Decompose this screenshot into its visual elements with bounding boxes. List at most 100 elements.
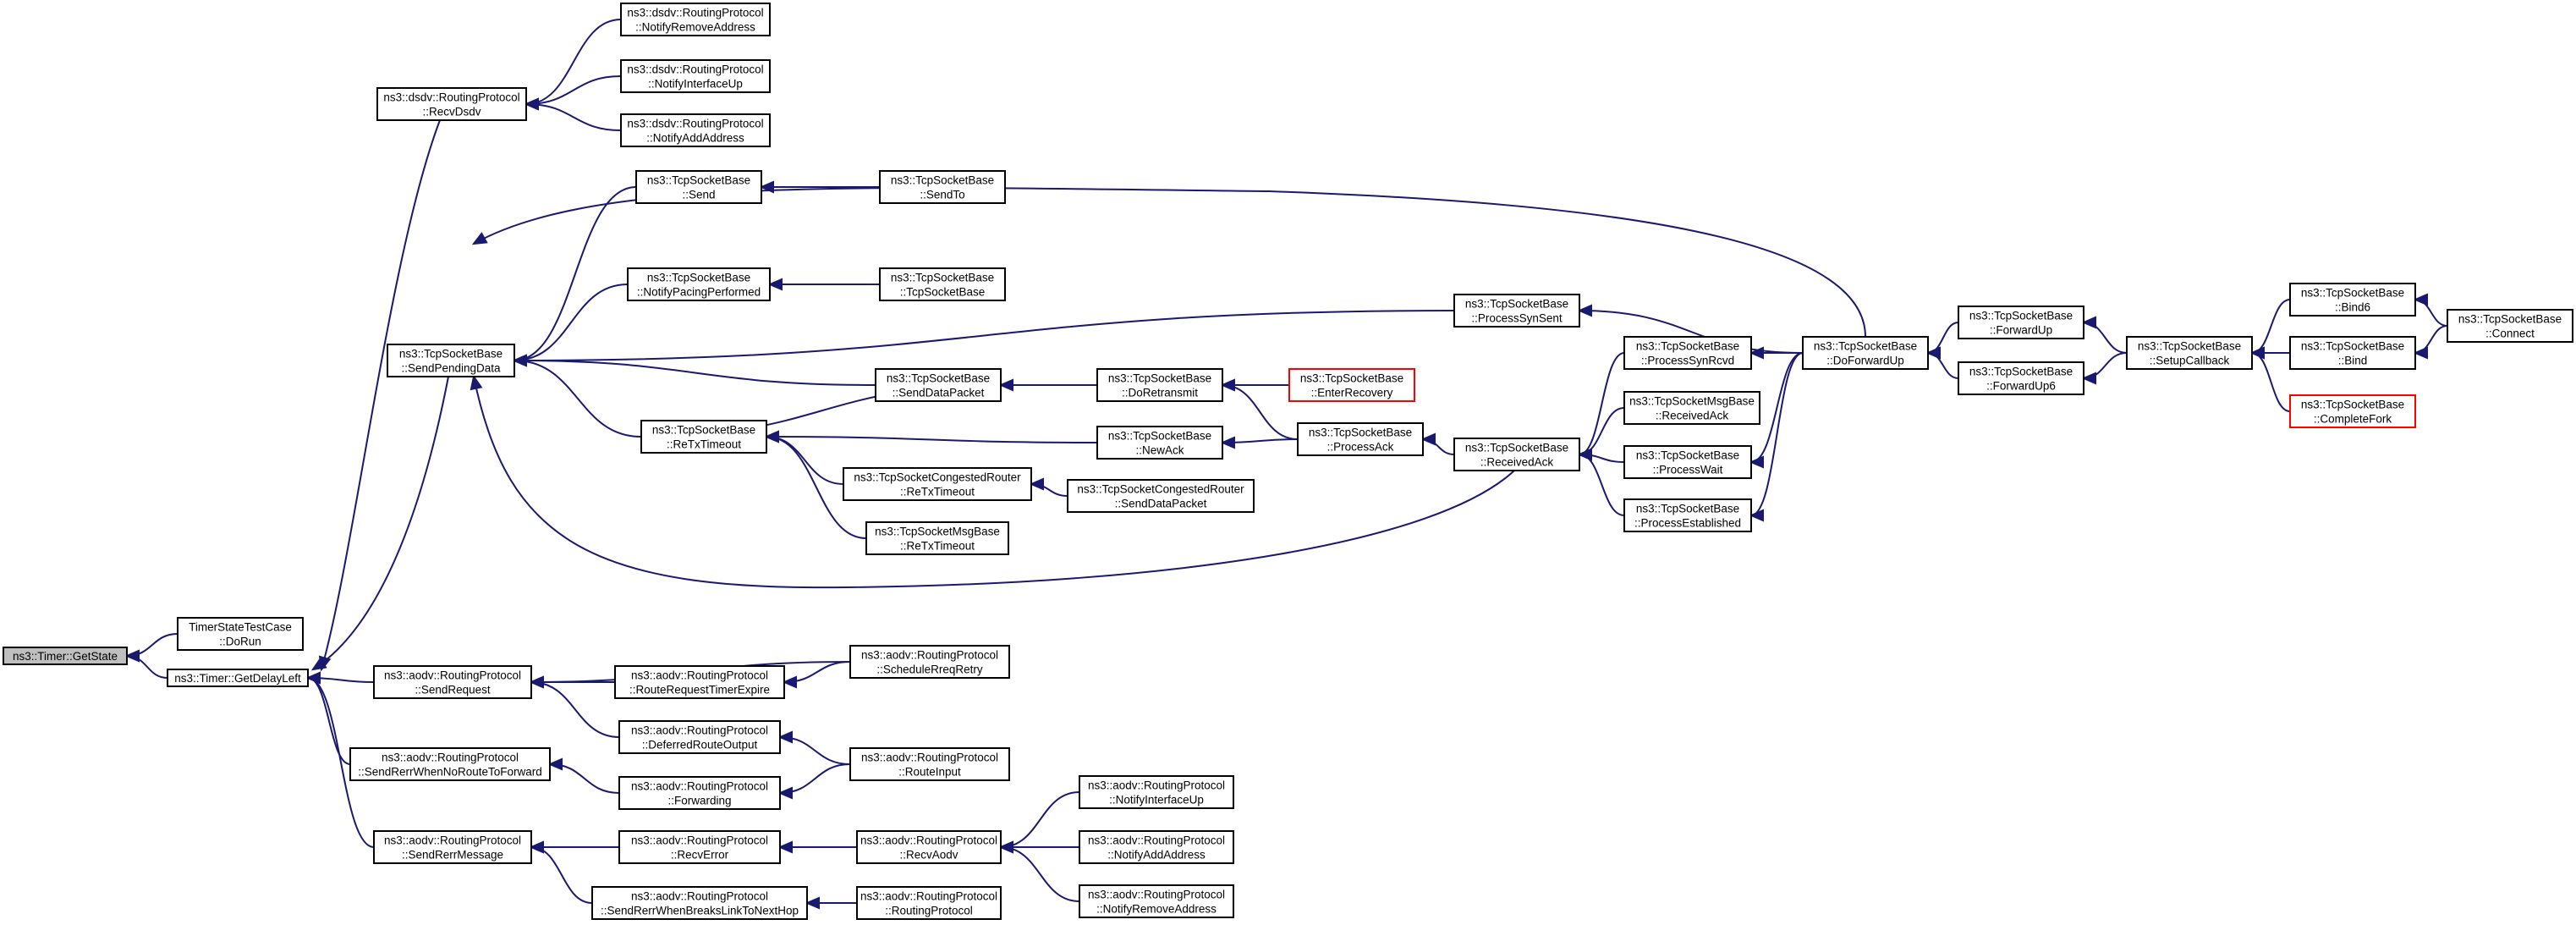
node-forwarding[interactable]: ns3::aodv::RoutingProtocol::Forwarding <box>618 776 781 810</box>
node-sendrerrmessage[interactable]: ns3::aodv::RoutingProtocol::SendRerrMess… <box>373 830 532 864</box>
node-sendrequest[interactable]: ns3::aodv::RoutingProtocol::SendRequest <box>373 665 532 699</box>
node-aodv_notifyadd[interactable]: ns3::aodv::RoutingProtocol::NotifyAddAdd… <box>1079 830 1234 864</box>
node-processestablished[interactable]: ns3::TcpSocketBase::ProcessEstablished <box>1623 498 1752 532</box>
node-box <box>865 521 1009 555</box>
node-label-line: ns3::TcpSocketBase <box>1300 372 1403 385</box>
node-label-line: ::SetupCallback <box>2150 355 2230 367</box>
node-senddatapacket[interactable]: ns3::TcpSocketBase::SendDataPacket <box>875 368 1002 402</box>
node-processsynsent[interactable]: ns3::TcpSocketBase::ProcessSynSent <box>1453 294 1580 328</box>
node-label-line: ns3::aodv::RoutingProtocol <box>384 834 521 847</box>
edge-line <box>473 187 1866 338</box>
node-label-line: ::ReTxTimeout <box>900 486 975 498</box>
arrowhead <box>759 180 774 194</box>
node-deferredrouteoutput[interactable]: ns3::aodv::RoutingProtocol::DeferredRout… <box>618 720 781 754</box>
edge-doforwardup-to-sendpending <box>471 187 1866 338</box>
node-setupcallback[interactable]: ns3::TcpSocketBase::SetupCallback <box>2126 336 2253 370</box>
node-schedulereqretry[interactable]: ns3::aodv::RoutingProtocol::ScheduleRreq… <box>849 645 1010 679</box>
node-label-line: ns3::TcpSocketBase <box>2138 340 2241 353</box>
node-dsdv_notifyadd[interactable]: ns3::dsdv::RoutingProtocol::NotifyAddAdd… <box>620 113 771 147</box>
node-tcpsocketbase[interactable]: ns3::TcpSocketBase::TcpSocketBase <box>879 267 1006 301</box>
arrowhead <box>1220 378 1235 392</box>
node-label-line: ::ProcessWait <box>1653 464 1723 476</box>
node-box <box>614 665 785 699</box>
node-newack[interactable]: ns3::TcpSocketBase::NewAck <box>1096 426 1223 460</box>
arrowhead <box>998 840 1013 854</box>
node-doforwardup[interactable]: ns3::TcpSocketBase::DoForwardUp <box>1802 336 1929 370</box>
node-dsdv_notifyifup[interactable]: ns3::dsdv::RoutingProtocol::NotifyInterf… <box>620 59 771 93</box>
node-routeinput[interactable]: ns3::aodv::RoutingProtocol::RouteInput <box>849 747 1010 781</box>
node-bind[interactable]: ns3::TcpSocketBase::Bind <box>2289 336 2416 370</box>
node-box <box>875 368 1002 402</box>
node-label-line: ::SendPendingData <box>401 362 501 375</box>
edge-line <box>1579 310 1804 354</box>
node-notifypacing[interactable]: ns3::TcpSocketBase::NotifyPacingPerforme… <box>627 267 771 301</box>
node-label-line: ::ReTxTimeout <box>900 540 975 553</box>
node-label-line: ::NotifyAddAddress <box>646 132 744 145</box>
node-aodv_notifyifup[interactable]: ns3::aodv::RoutingProtocol::NotifyInterf… <box>1079 775 1234 809</box>
node-box <box>387 344 515 377</box>
edge-setupcallback-to-forwardup6 <box>2081 352 2128 385</box>
node-receivedack[interactable]: ns3::TcpSocketBase::ReceivedAck <box>1453 438 1580 471</box>
node-sendpending[interactable]: ns3::TcpSocketBase::SendPendingData <box>387 344 515 377</box>
node-label-line: ::TcpSocketBase <box>900 286 986 299</box>
node-completefork[interactable]: ns3::TcpSocketBase::CompleteFork <box>2289 394 2416 428</box>
edge-line <box>1579 352 1625 455</box>
node-forwardup6[interactable]: ns3::TcpSocketBase::ForwardUp6 <box>1958 361 2084 395</box>
edge-processsynrcvd-to-receivedack <box>1577 352 1625 461</box>
edge-line <box>766 436 867 539</box>
node-recvaodv[interactable]: ns3::aodv::RoutingProtocol::RecvAodv <box>856 830 1002 864</box>
node-congested_send[interactable]: ns3::TcpSocketCongestedRouter::SendDataP… <box>1067 479 1255 513</box>
node-sendrerrbreaks[interactable]: ns3::aodv::RoutingProtocol::SendRerrWhen… <box>591 886 808 920</box>
arrowhead <box>1220 436 1235 449</box>
node-label-line: ns3::TcpSocketCongestedRouter <box>854 471 1021 484</box>
edge-line <box>514 186 637 361</box>
edge-line <box>2414 325 2448 354</box>
node-getstate[interactable]: ns3::Timer::GetState <box>3 647 128 665</box>
node-msgbase_receivedack[interactable]: ns3::TcpSocketMsgBase::ReceivedAck <box>1623 391 1760 425</box>
node-sendto[interactable]: ns3::TcpSocketBase::SendTo <box>879 170 1006 204</box>
edge-line <box>525 103 622 131</box>
node-label-line: ::ProcessAck <box>1327 441 1394 454</box>
node-recverror[interactable]: ns3::aodv::RoutingProtocol::RecvError <box>618 830 781 864</box>
node-label-line: ns3::TcpSocketBase <box>1636 340 1739 353</box>
node-routingprotocol[interactable]: ns3::aodv::RoutingProtocol::RoutingProto… <box>856 886 1002 920</box>
node-label-line: ns3::TcpSocketBase <box>1814 340 1917 353</box>
arrowhead <box>305 671 321 685</box>
node-label-line: ::RecvError <box>671 849 729 862</box>
node-dorun[interactable]: TimerStateTestCase::DoRun <box>177 617 304 651</box>
node-label-line: ::SendRerrWhenBreaksLinkToNextHop <box>601 905 799 917</box>
node-enterrecovery[interactable]: ns3::TcpSocketBase::EnterRecovery <box>1288 368 1415 402</box>
node-bind6[interactable]: ns3::TcpSocketBase::Bind6 <box>2289 283 2416 317</box>
node-routereqexpire[interactable]: ns3::aodv::RoutingProtocol::RouteRequest… <box>614 665 785 699</box>
node-msgbase_retx[interactable]: ns3::TcpSocketMsgBase::ReTxTimeout <box>865 521 1009 555</box>
edge-line <box>2251 299 2291 354</box>
node-label-line: ns3::aodv::RoutingProtocol <box>1088 889 1225 901</box>
node-dsdv_notifyremove[interactable]: ns3::dsdv::RoutingProtocol::NotifyRemove… <box>620 3 771 36</box>
node-label-line: ::NotifyRemoveAddress <box>1096 903 1217 916</box>
edge-line <box>514 310 1455 361</box>
arrowhead <box>1925 346 1941 360</box>
node-processack[interactable]: ns3::TcpSocketBase::ProcessAck <box>1297 422 1424 456</box>
node-recvdsdv[interactable]: ns3::dsdv::RoutingProtocol::RecvDsdv <box>376 87 527 121</box>
edge-msgbase_retx-to-retxtimeout <box>764 430 867 539</box>
node-box <box>856 886 1002 920</box>
node-retxtimeout[interactable]: ns3::TcpSocketBase::ReTxTimeout <box>640 420 767 454</box>
node-label-line: ::DeferredRouteOutput <box>642 739 758 752</box>
node-label-line: ::ProcessEstablished <box>1634 517 1741 530</box>
node-box <box>1623 498 1752 532</box>
node-getdelayleft[interactable]: ns3::Timer::GetDelayLeft <box>167 669 309 687</box>
node-processsynrcvd[interactable]: ns3::TcpSocketBase::ProcessSynRcvd <box>1623 336 1752 370</box>
edge-line <box>530 846 593 904</box>
node-forwardup[interactable]: ns3::TcpSocketBase::ForwardUp <box>1958 306 2084 339</box>
node-processwait[interactable]: ns3::TcpSocketBase::ProcessWait <box>1623 445 1752 479</box>
node-connect[interactable]: ns3::TcpSocketBase::Connect <box>2447 309 2573 343</box>
node-aodv_notifyremove[interactable]: ns3::aodv::RoutingProtocol::NotifyRemove… <box>1079 884 1234 918</box>
node-sendrerrnoroute[interactable]: ns3::aodv::RoutingProtocol::SendRerrWhen… <box>349 747 551 781</box>
node-box <box>591 886 808 920</box>
edge-setupcallback-to-forwardup <box>2081 316 2128 354</box>
node-send[interactable]: ns3::TcpSocketBase::Send <box>635 170 762 204</box>
node-congested_retx[interactable]: ns3::TcpSocketCongestedRouter::ReTxTimeo… <box>843 467 1032 501</box>
edge-doforwardup-to-processwait <box>1749 352 1804 469</box>
node-label-line: ns3::dsdv::RoutingProtocol <box>627 7 763 19</box>
node-doretransmit[interactable]: ns3::TcpSocketBase::DoRetransmit <box>1096 368 1223 402</box>
